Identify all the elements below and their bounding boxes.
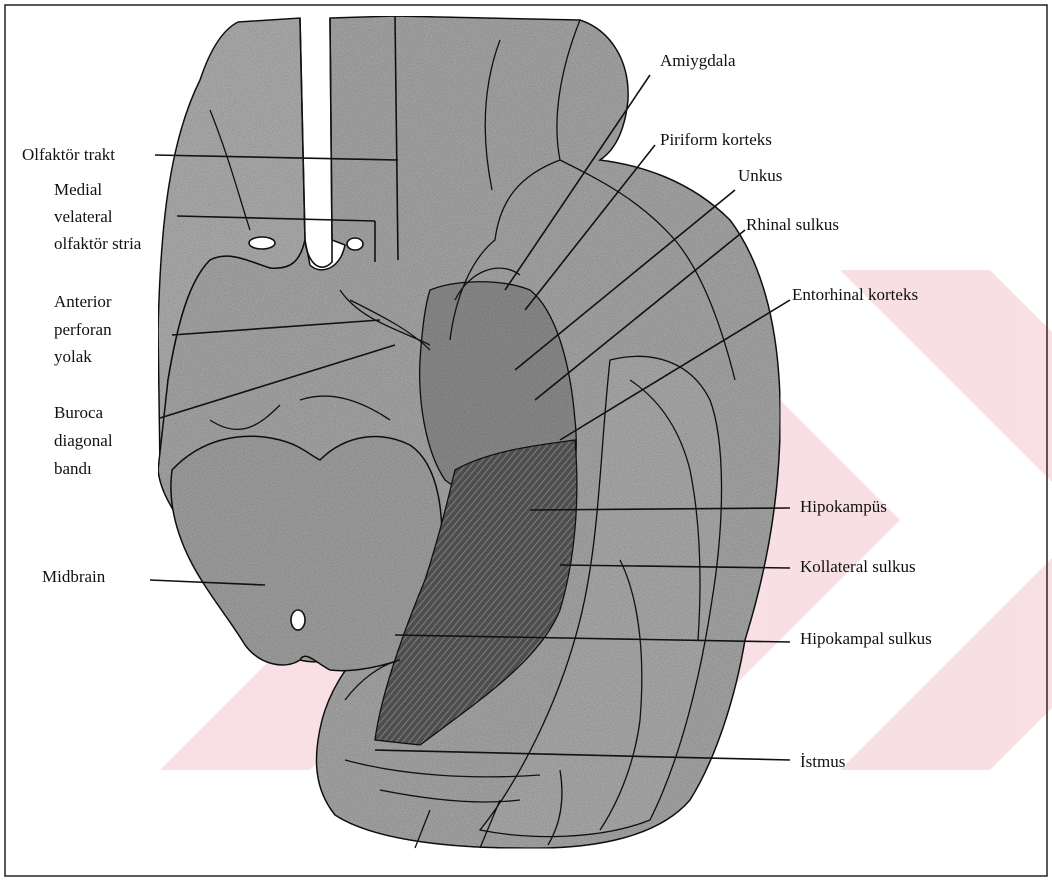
label-entorhinal-korteks: Entorhinal korteks [792, 285, 918, 304]
label-perforan: perforan [54, 320, 112, 339]
label-bandi: bandı [54, 459, 92, 478]
label-velateral: velateral [54, 207, 113, 226]
label-unkus: Unkus [738, 166, 782, 185]
label-istmus: İstmus [800, 752, 845, 771]
label-diagonal: diagonal [54, 431, 113, 450]
label-rhinal-sulkus: Rhinal sulkus [746, 215, 839, 234]
label-anterior: Anterior [54, 292, 112, 311]
label-amiygdala: Amiygdala [660, 51, 736, 70]
label-olfaktor-stria: olfaktör stria [54, 234, 142, 253]
label-hipokampus: Hipokampüs [800, 497, 887, 516]
label-buroca: Buroca [54, 403, 104, 422]
label-medial: Medial [54, 180, 102, 199]
label-piriform-korteks: Piriform korteks [660, 130, 772, 149]
label-yolak: yolak [54, 347, 92, 366]
label-kollateral-sulkus: Kollateral sulkus [800, 557, 916, 576]
label-olfaktor-trakt: Olfaktör trakt [22, 145, 115, 164]
label-hipokampal-sulkus: Hipokampal sulkus [800, 629, 932, 648]
label-midbrain: Midbrain [42, 567, 106, 586]
